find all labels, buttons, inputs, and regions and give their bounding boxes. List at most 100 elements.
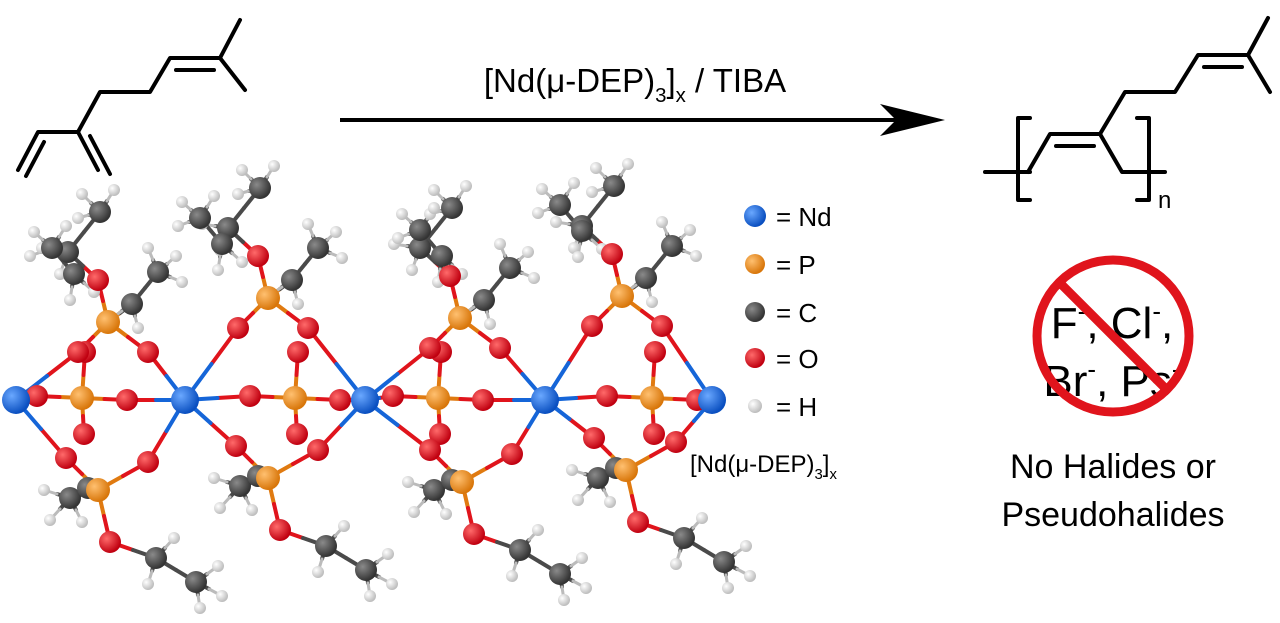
atom-c bbox=[211, 233, 233, 255]
atom-p bbox=[256, 286, 280, 310]
atom-o bbox=[137, 341, 159, 363]
atom-o bbox=[297, 317, 319, 339]
atom-h bbox=[208, 472, 220, 484]
atom-c bbox=[409, 219, 431, 241]
atom-c bbox=[63, 263, 85, 285]
atom-h bbox=[622, 158, 634, 170]
atom-nd bbox=[531, 386, 559, 414]
crystal-structure bbox=[2, 158, 756, 614]
atom-h bbox=[460, 180, 472, 192]
atom-o bbox=[419, 337, 441, 359]
atom-h bbox=[336, 252, 348, 264]
atom-h bbox=[532, 207, 544, 219]
atom-o bbox=[665, 431, 687, 453]
atom-h bbox=[586, 186, 598, 198]
atom-o bbox=[116, 389, 138, 411]
atom-o bbox=[439, 265, 461, 287]
atom-h bbox=[302, 218, 314, 230]
atom-h bbox=[60, 220, 72, 232]
atom-h bbox=[28, 226, 40, 238]
atom-h bbox=[386, 578, 398, 590]
atom-h bbox=[696, 512, 708, 524]
atom-h bbox=[532, 524, 544, 536]
atom-h bbox=[684, 224, 696, 236]
atom-o bbox=[581, 315, 603, 337]
atom-h bbox=[208, 190, 220, 202]
atom-h bbox=[76, 188, 88, 200]
atom-h bbox=[176, 196, 188, 208]
atom-p bbox=[86, 478, 110, 502]
prohibition-circle bbox=[1032, 255, 1194, 417]
atom-o bbox=[382, 385, 404, 407]
atom-h bbox=[402, 476, 414, 488]
atom-c bbox=[409, 237, 431, 259]
atom-h bbox=[216, 590, 228, 602]
atom-h bbox=[656, 216, 668, 228]
atom-o bbox=[239, 385, 261, 407]
atom-c bbox=[145, 547, 167, 569]
atom-c bbox=[473, 289, 495, 311]
svg-text:= H: = H bbox=[776, 392, 817, 422]
atom-h bbox=[170, 250, 182, 262]
atom-o bbox=[307, 439, 329, 461]
svg-text:= C: = C bbox=[776, 298, 817, 328]
prohibition-slash bbox=[1054, 277, 1172, 395]
atom-o bbox=[73, 423, 95, 445]
atom-o bbox=[227, 317, 249, 339]
atom-h bbox=[568, 242, 580, 254]
atom-h bbox=[142, 578, 154, 590]
atom-h bbox=[740, 540, 752, 552]
atom-p bbox=[610, 284, 634, 308]
atom-c bbox=[635, 267, 657, 289]
atom-h bbox=[168, 532, 180, 544]
svg-text:= O: = O bbox=[776, 344, 819, 374]
atom-o bbox=[26, 385, 48, 407]
atom-o bbox=[501, 443, 523, 465]
atom-h bbox=[176, 276, 188, 288]
atom-o bbox=[329, 389, 351, 411]
atom-h bbox=[408, 506, 420, 518]
atom-o bbox=[247, 245, 269, 267]
legend-item-c: = C bbox=[745, 298, 817, 328]
atom-h bbox=[194, 602, 206, 614]
atom-o bbox=[596, 385, 618, 407]
atom-h bbox=[558, 594, 570, 606]
atom-c bbox=[355, 559, 377, 581]
atom-h bbox=[646, 296, 658, 308]
atom-h bbox=[604, 496, 616, 508]
atom-o bbox=[99, 531, 121, 553]
atom-h bbox=[292, 298, 304, 310]
atom-h bbox=[580, 582, 592, 594]
atom-c bbox=[509, 539, 531, 561]
atom-p bbox=[283, 386, 307, 410]
atom-o bbox=[269, 519, 291, 541]
atom-h bbox=[172, 220, 184, 232]
atom-h bbox=[536, 183, 548, 195]
atom-h bbox=[64, 294, 76, 306]
reaction-arrow bbox=[340, 104, 945, 136]
atom-c bbox=[121, 293, 143, 315]
atom-o bbox=[225, 435, 247, 457]
atom-c bbox=[249, 177, 271, 199]
atom-p bbox=[426, 386, 450, 410]
atom-h bbox=[312, 566, 324, 578]
atom-c bbox=[549, 194, 571, 216]
atom-h bbox=[440, 508, 452, 520]
atom-o bbox=[643, 423, 665, 445]
atom-c bbox=[281, 269, 303, 291]
atom-h bbox=[572, 494, 584, 506]
atom-c bbox=[147, 261, 169, 283]
atom-h bbox=[364, 590, 376, 602]
atom-h bbox=[268, 160, 280, 172]
atom-h bbox=[108, 184, 120, 196]
atom-o bbox=[627, 511, 649, 533]
atom-h bbox=[590, 162, 602, 174]
atom-h bbox=[428, 202, 440, 214]
atom-h bbox=[550, 216, 562, 228]
atom-c bbox=[549, 563, 571, 585]
no-halides-sign: F-, Cl-, Br-, Ps- bbox=[1032, 255, 1194, 417]
atom-c bbox=[571, 220, 593, 242]
atom-o bbox=[463, 523, 485, 545]
atom-o bbox=[601, 243, 623, 265]
atom-c bbox=[661, 235, 683, 257]
